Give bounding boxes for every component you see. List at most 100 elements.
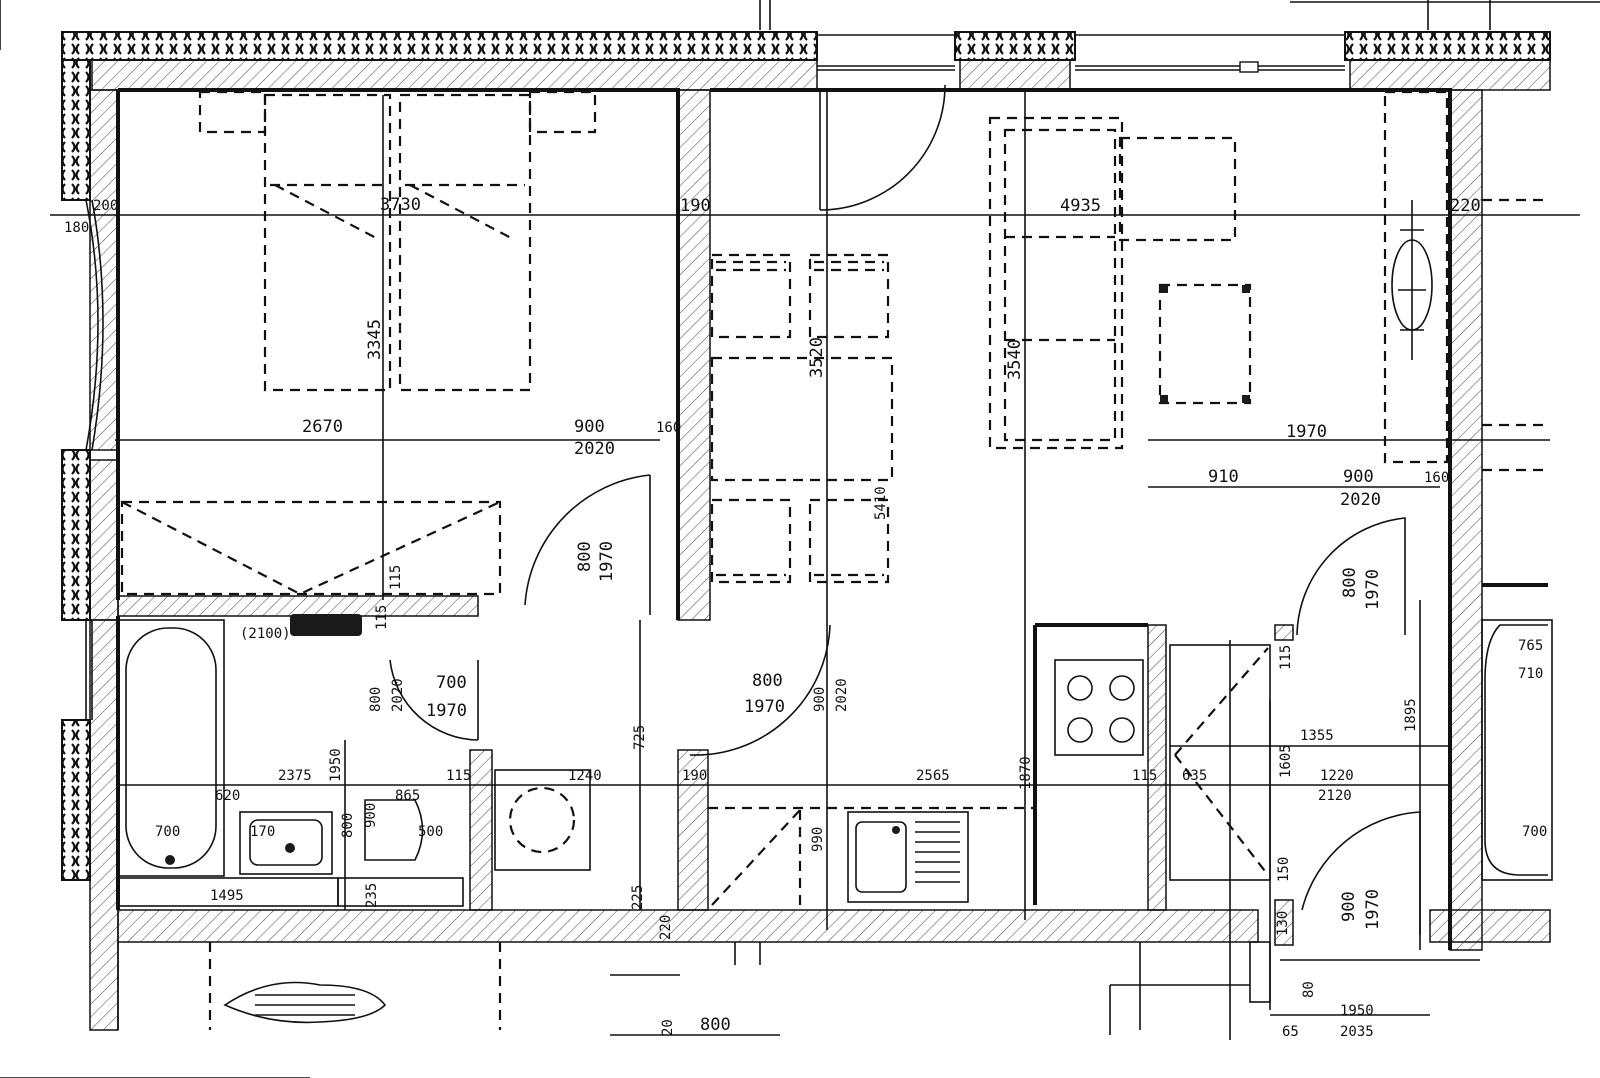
dim-2670: 2670	[302, 417, 343, 437]
dim-4935: 4935	[1060, 196, 1101, 216]
dim-1970d: 1970	[426, 701, 467, 721]
top-wall-hatch-right	[1349, 59, 1551, 91]
dim-80: 80	[1301, 981, 1317, 998]
door-right	[1296, 517, 1406, 636]
window-top-1	[817, 34, 955, 71]
door-jamb	[1274, 624, 1294, 641]
dim-1240: 1240	[568, 768, 602, 784]
dimension-lines	[50, 90, 1580, 1040]
dim-1970a: 1970	[1286, 422, 1327, 442]
dim-1970e: 1970	[744, 697, 785, 717]
nightstand-right	[528, 90, 597, 134]
dim-2020c: 2020	[390, 678, 406, 712]
dim-65: 65	[1282, 1024, 1299, 1040]
window-left-curve	[85, 199, 99, 451]
dim-900e: 900	[1339, 891, 1359, 922]
dining-table	[710, 356, 894, 482]
dim-900a: 900	[574, 417, 605, 437]
kitchen-counter	[708, 623, 1148, 906]
dim-20: 20	[660, 1019, 676, 1036]
dim-160b: 160	[1424, 470, 1449, 486]
dim-3730: 3730	[380, 195, 421, 215]
dim-1950: 1950	[328, 748, 344, 782]
doors	[389, 84, 1421, 935]
chair-4	[808, 498, 890, 584]
dim-3540: 3540	[1005, 339, 1025, 380]
dim-2100: (2100)	[240, 626, 291, 642]
tv-unit	[1383, 90, 1449, 464]
dim-1895: 1895	[1403, 698, 1419, 732]
bathroom-fixtures	[117, 614, 591, 907]
sofa	[988, 116, 1237, 450]
dim-115e: 115	[1132, 768, 1157, 784]
dim-2020b: 2020	[1340, 490, 1381, 510]
dim-2035: 2035	[1340, 1024, 1374, 1040]
dim-235: 235	[364, 883, 380, 908]
window-top-2	[1075, 34, 1345, 73]
top-wall-right	[1344, 31, 1551, 61]
left-wall-upper	[61, 59, 91, 201]
dim-990: 990	[810, 827, 826, 852]
dim-115a: 115	[388, 565, 404, 590]
dim-765: 765	[1518, 638, 1543, 654]
dim-1495: 1495	[210, 888, 244, 904]
left-wall-mid	[61, 449, 91, 621]
door-balcony	[819, 84, 946, 211]
bath-bedroom-divider	[117, 595, 479, 617]
dim-150: 150	[1276, 857, 1292, 882]
dim-1870: 1870	[1018, 756, 1034, 790]
right-wall	[1449, 89, 1483, 951]
dim-190a: 190	[680, 196, 711, 216]
left-wall-hatch-2	[89, 459, 119, 621]
dim-3345: 3345	[365, 319, 385, 360]
top-wall-hatch-mid	[959, 59, 1071, 91]
dim-1355: 1355	[1300, 728, 1334, 744]
dim-725: 725	[632, 725, 648, 750]
lower-apartment	[117, 941, 1480, 1036]
dim-800d: 800	[752, 671, 783, 691]
bath-shelf	[337, 877, 464, 907]
cooktop	[1054, 659, 1144, 756]
armchair	[1118, 136, 1237, 242]
dim-1970f: 1970	[1363, 889, 1383, 930]
toilet	[364, 799, 424, 861]
coffee-table	[1158, 283, 1252, 405]
dining-set	[710, 253, 894, 584]
dim-130: 130	[1275, 911, 1291, 936]
wardrobe	[120, 500, 502, 596]
dim-160a: 160	[656, 420, 681, 436]
dim-1950b: 1950	[1340, 1003, 1374, 1019]
dim-225: 225	[630, 885, 646, 910]
dim-800c: 800	[368, 687, 384, 712]
washbasin	[239, 811, 333, 875]
door-entrance	[1301, 811, 1421, 935]
bedroom-living-partition	[677, 89, 711, 621]
bottom-wall	[117, 909, 1259, 943]
left-wall-low	[61, 719, 91, 881]
dim-710: 710	[1518, 666, 1543, 682]
dim-900d: 900	[363, 803, 379, 828]
dim-180: 180	[64, 220, 89, 236]
dim-2120: 2120	[1318, 788, 1352, 804]
dim-3520: 3520	[807, 337, 827, 378]
dim-800e: 800	[340, 813, 356, 838]
walls	[61, 31, 1551, 1031]
radiator	[290, 614, 362, 636]
dim-2020d: 2020	[834, 678, 850, 712]
dim-200: 200	[93, 198, 118, 214]
dim-900b: 900	[1343, 467, 1374, 487]
door-jamb-low	[1274, 899, 1294, 946]
dim-620: 620	[215, 788, 240, 804]
dim-800a: 800	[575, 541, 595, 572]
dim-2375: 2375	[278, 768, 312, 784]
dim-1605: 1605	[1278, 744, 1294, 778]
dim-115c: 115	[1278, 645, 1294, 670]
double-bed	[198, 90, 597, 392]
top-wall-middle	[954, 31, 1076, 61]
right-neighbor-furniture	[1482, 198, 1548, 587]
left-wall-hatch-3	[89, 619, 119, 1031]
dim-2565: 2565	[916, 768, 950, 784]
hall-wall-low	[677, 749, 709, 911]
chair-3	[710, 498, 792, 584]
